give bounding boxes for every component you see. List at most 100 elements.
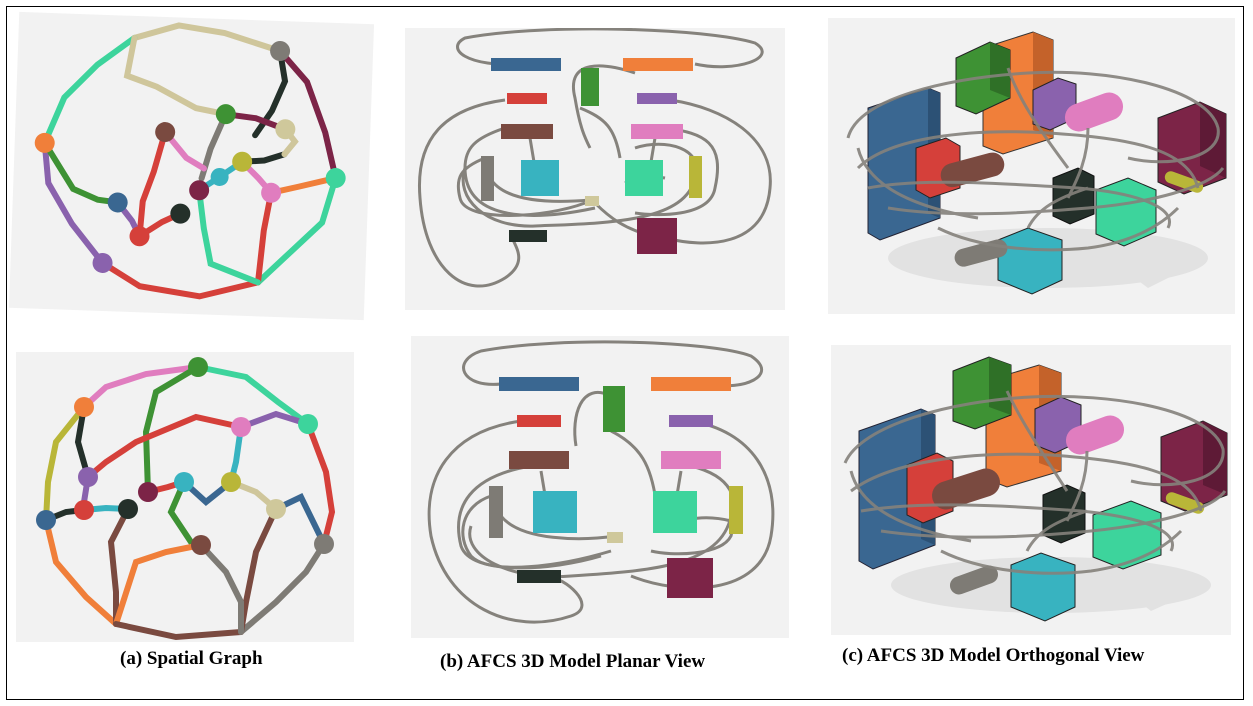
node [118, 499, 138, 519]
grey-block [489, 486, 503, 538]
node [174, 472, 194, 492]
blue-block [499, 377, 579, 391]
edge [277, 48, 339, 182]
node [155, 122, 176, 143]
wire [427, 419, 584, 624]
edge [99, 259, 261, 300]
orthogonal-view-bottom-svg [843, 356, 1228, 622]
wire [846, 70, 1220, 164]
node [266, 499, 286, 519]
edge [123, 34, 229, 118]
brown-block [509, 451, 569, 469]
cyan-box [1010, 552, 1076, 622]
orthogonal-view-top [828, 18, 1235, 314]
red-block [517, 415, 561, 427]
beige-block [607, 532, 623, 543]
wire [856, 130, 1200, 189]
spatial-graph-top-svg [34, 22, 346, 300]
purple-block [637, 93, 677, 104]
edge [113, 621, 244, 641]
planar-view-bottom [411, 336, 789, 638]
spatial-graph-top [8, 11, 375, 321]
red-block [507, 93, 547, 104]
edge [142, 364, 201, 495]
cyan-box [997, 227, 1063, 295]
edge [222, 111, 289, 133]
edge [254, 189, 275, 286]
wire [456, 28, 764, 69]
node [261, 182, 282, 203]
wire [461, 167, 697, 228]
orange-block [651, 377, 731, 391]
wire [571, 64, 636, 149]
node [232, 151, 253, 172]
cyan-block [521, 160, 559, 196]
edge [81, 364, 201, 410]
wire [856, 147, 979, 220]
node [34, 132, 55, 153]
edge [43, 404, 87, 523]
pink-block [631, 124, 683, 139]
brown-cylinder [940, 152, 1005, 188]
edge [195, 364, 311, 427]
wire [1066, 127, 1090, 199]
maroon-block [637, 218, 677, 254]
mint-box [1092, 500, 1162, 570]
node [189, 180, 210, 201]
wire [850, 452, 1203, 512]
node [191, 535, 211, 555]
pink-cylinder [1065, 415, 1125, 455]
node [78, 467, 98, 487]
edge [162, 129, 207, 172]
wire [593, 98, 772, 245]
node [138, 482, 158, 502]
node [74, 397, 94, 417]
grey-block [481, 156, 494, 201]
mint-block [653, 491, 697, 533]
node [36, 510, 56, 530]
maroon-block [667, 558, 713, 598]
wire [457, 464, 602, 570]
node [215, 104, 236, 125]
mint-block [625, 160, 663, 196]
cyan-block [533, 491, 577, 533]
wire [579, 106, 622, 159]
dark-block [509, 230, 547, 242]
edge [74, 404, 91, 480]
green-block [603, 386, 625, 432]
spatial-graph-bottom [16, 352, 354, 642]
wire [867, 180, 1171, 229]
edge [305, 421, 336, 547]
wire [610, 429, 658, 502]
caption-planar-view: (b) AFCS 3D Model Planar View [440, 651, 706, 672]
wire [463, 126, 596, 217]
edge [41, 34, 138, 146]
node [188, 357, 208, 377]
edge [238, 410, 311, 430]
edge [113, 542, 204, 627]
wire [1006, 67, 1070, 169]
edge [85, 413, 244, 480]
olive-block [689, 156, 702, 198]
wire [417, 98, 521, 288]
wire [488, 177, 591, 203]
node [107, 192, 128, 213]
caption-orthogonal-view: (c) AFCS 3D Model Orthogonal View [842, 645, 1145, 666]
node [275, 119, 296, 140]
wire [468, 515, 733, 579]
planar-view-top [405, 28, 785, 310]
edge [41, 139, 106, 266]
wire [650, 464, 737, 556]
green-block [581, 68, 599, 106]
node [270, 41, 291, 62]
edge [198, 542, 244, 635]
wire [1025, 509, 1088, 552]
edge [131, 22, 284, 55]
edge [41, 139, 121, 206]
node [129, 226, 150, 247]
wire [937, 206, 1180, 252]
node [210, 167, 229, 186]
planar-view-top-svg [417, 28, 772, 288]
wire [499, 515, 617, 541]
node [298, 414, 318, 434]
